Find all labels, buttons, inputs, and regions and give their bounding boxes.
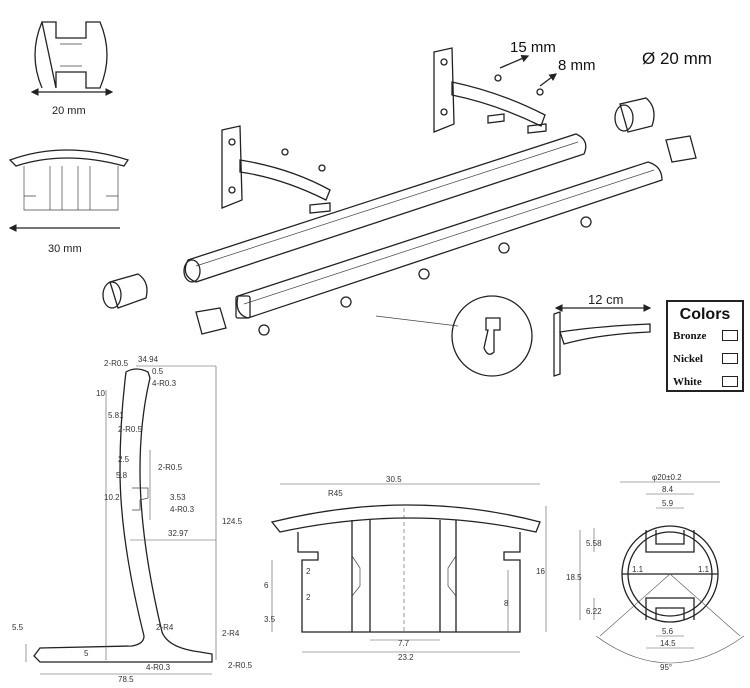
dim-two5: 2.5	[118, 455, 130, 464]
rail-dim-two-a: 2	[306, 567, 311, 576]
dim-r05-b: 2-R0.5	[118, 425, 143, 434]
rail-dim-inner: 7.7	[398, 639, 410, 648]
colors-title: Colors	[679, 306, 731, 323]
rail-dim-three5: 3.5	[264, 615, 276, 624]
round-dim-five58: 5.58	[586, 539, 602, 548]
dim-three53: 3.53	[170, 493, 186, 502]
dim-r05-d: 2-R0.5	[228, 661, 253, 670]
round-dim-one1-left: 1.1	[632, 565, 644, 574]
color-option-bronze[interactable]: Bronze	[668, 324, 742, 347]
dim-ten: 10	[96, 389, 105, 398]
rail-dim-radius: R45	[328, 489, 343, 498]
dim-r03-b: 4-R0.3	[170, 505, 195, 514]
colors-legend: Colors Bronze Nickel White	[666, 300, 744, 392]
screw-short-label: 8 mm	[558, 57, 596, 74]
screw-long-label: 15 mm	[510, 39, 556, 56]
rail-dim-eight: 8	[504, 599, 509, 608]
exploded-assembly	[102, 47, 697, 377]
round-dim-fourteen5: 14.5	[660, 639, 676, 648]
dim-r03: 4-R0.3	[152, 379, 177, 388]
color-swatch-nickel[interactable]	[722, 353, 738, 364]
color-swatch-bronze[interactable]	[722, 330, 738, 341]
round-dim-dia: φ20±0.2	[652, 473, 682, 482]
rail-width-label: 30 mm	[48, 243, 82, 255]
round-dim-eighteen5: 18.5	[566, 573, 582, 582]
dim-five8: 5.8	[116, 471, 128, 480]
color-label-nickel: Nickel	[673, 352, 703, 365]
round-cross-section-drawing	[579, 481, 745, 664]
bracket-technical-drawing	[25, 365, 217, 675]
dim-top-width: 34.94	[138, 355, 159, 364]
dim-r03-c: 4-R0.3	[146, 663, 171, 672]
dim-top-thk: 0.5	[152, 367, 164, 376]
dim-r05-a: 2-R0.5	[104, 359, 129, 368]
round-dim-six22: 6.22	[586, 607, 602, 616]
dim-base: 78.5	[118, 675, 134, 684]
rail-dim-bottom: 23.2	[398, 653, 414, 662]
dim-three297: 32.97	[168, 529, 189, 538]
rail-dim-height: 16	[536, 567, 545, 576]
dim-five81: 5.81	[108, 411, 124, 420]
flat-rail-profile-icon	[8, 149, 130, 232]
round-dim-five9: 5.9	[662, 499, 674, 508]
bracket-length-label: 12 cm	[588, 292, 623, 307]
dim-r05-c: 2-R0.5	[158, 463, 183, 472]
diameter-label: Ø 20 mm	[642, 49, 712, 68]
profile-width-label: 20 mm	[52, 105, 86, 117]
rail-cross-section-drawing	[270, 483, 547, 653]
round-dim-angle: 95°	[660, 663, 672, 672]
dim-ten2: 10.2	[104, 493, 120, 502]
round-dim-eight4: 8.4	[662, 485, 674, 494]
round-profile-icon	[30, 21, 114, 96]
dim-five: 5	[84, 649, 89, 658]
rail-dim-top: 30.5	[386, 475, 402, 484]
color-option-white[interactable]: White	[668, 370, 742, 393]
round-dim-five6: 5.6	[662, 627, 674, 636]
dim-height: 124.5	[222, 517, 243, 526]
color-option-nickel[interactable]: Nickel	[668, 347, 742, 370]
dim-r4-b: 2-R4	[222, 629, 240, 638]
color-swatch-white[interactable]	[722, 376, 738, 387]
dim-r4: 2-R4	[156, 623, 174, 632]
dim-five5: 5.5	[12, 623, 24, 632]
round-dim-one1-right: 1.1	[698, 565, 710, 574]
rail-dim-two-b: 2	[306, 593, 311, 602]
color-label-white: White	[673, 375, 702, 388]
color-label-bronze: Bronze	[673, 329, 707, 342]
rail-dim-six: 6	[264, 581, 269, 590]
